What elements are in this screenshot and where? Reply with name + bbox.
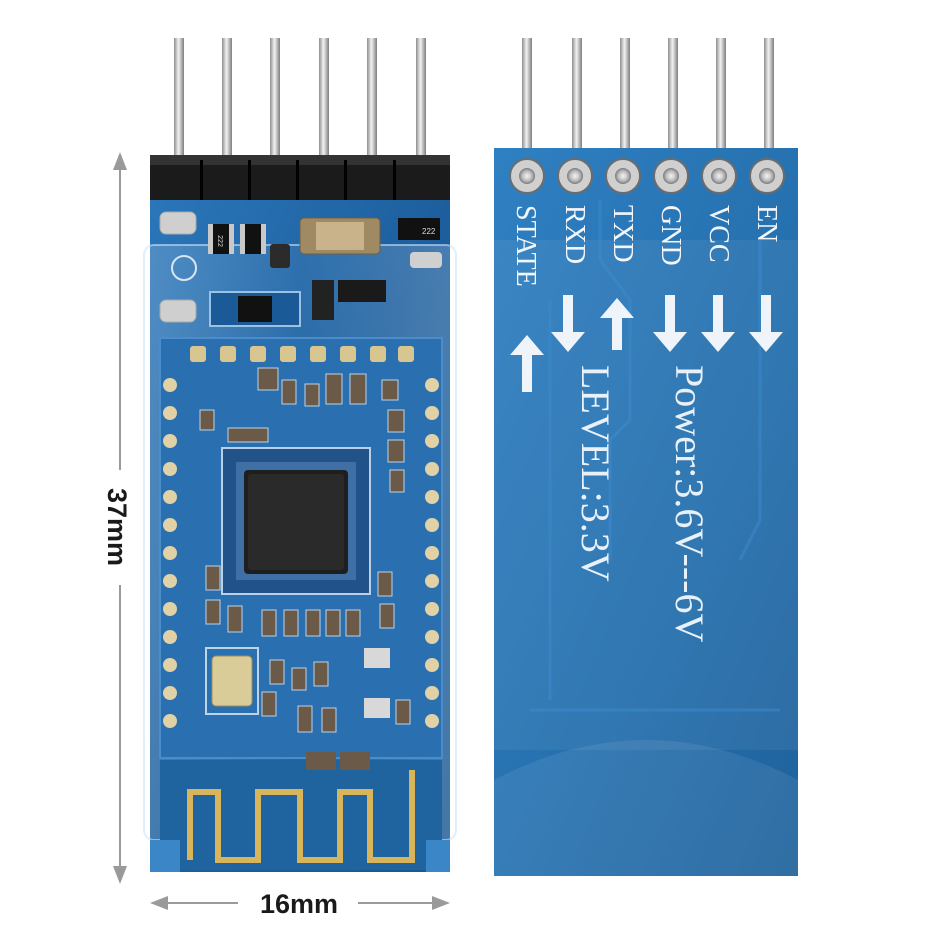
module-side-pads	[163, 378, 439, 728]
pin-label-txd: TXD	[607, 205, 638, 263]
back-header-pins	[522, 38, 774, 178]
module-top-pads	[190, 346, 414, 362]
width-label: 16mm	[260, 889, 338, 919]
arrow-down-icon	[653, 295, 687, 352]
front-header-pins	[174, 38, 426, 188]
arrow-up-icon	[600, 298, 634, 350]
resistor-mark-1: 222	[216, 235, 223, 247]
arrow-down-icon	[701, 295, 735, 352]
level-text: LEVEL:3.3V	[573, 365, 618, 582]
pcb-antenna	[150, 752, 450, 872]
pin-label-en: EN	[751, 205, 782, 242]
arrow-down-icon	[749, 295, 783, 352]
back-pcb	[494, 148, 798, 876]
height-dimension: 37mm	[102, 152, 132, 884]
back-board: STATE RXD TXD GND VCC EN LEVEL:3.3V Powe…	[494, 38, 798, 876]
pin-label-gnd: GND	[655, 205, 686, 266]
bluetooth-chip	[221, 447, 371, 595]
front-board: 222 222	[143, 38, 457, 872]
back-pin-labels: STATE RXD TXD GND VCC EN	[510, 205, 782, 287]
power-text: Power:3.6V---6V	[667, 365, 712, 642]
height-label: 37mm	[102, 488, 132, 566]
pin-label-rxd: RXD	[559, 205, 590, 264]
crystal	[205, 647, 259, 715]
pin-label-state: STATE	[510, 205, 541, 287]
arrow-up-icon	[510, 335, 544, 392]
carrier-components: 222 222	[159, 211, 442, 327]
arrow-down-icon	[551, 295, 585, 352]
back-solder-pads	[509, 158, 785, 194]
width-dimension: 16mm	[150, 889, 450, 919]
resistor-mark-2: 222	[422, 227, 436, 236]
pin-direction-arrows	[510, 295, 783, 392]
pin-label-vcc: VCC	[703, 205, 734, 263]
module-passives	[199, 367, 411, 733]
front-header-plastic	[150, 155, 450, 207]
